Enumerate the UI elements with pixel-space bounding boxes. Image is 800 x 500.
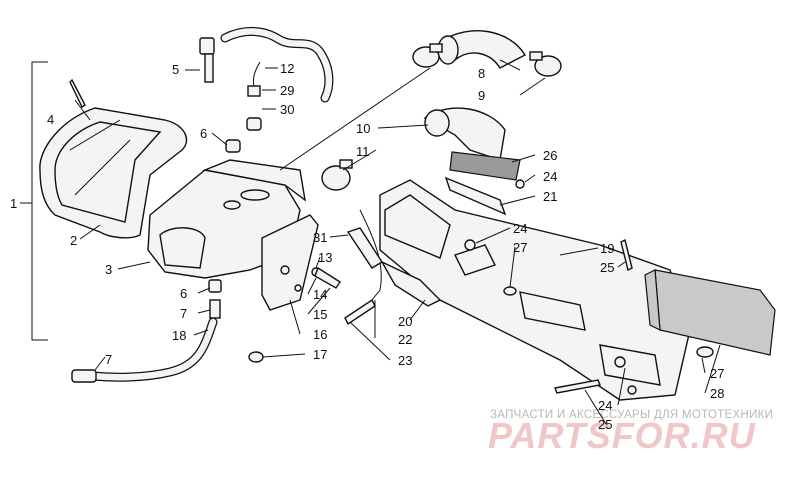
fitting-29 bbox=[247, 61, 261, 97]
nut-24-bottom bbox=[627, 385, 637, 395]
screw-23 bbox=[344, 298, 376, 326]
screw-25-top bbox=[620, 238, 633, 272]
callout-24-bottom: 24 bbox=[598, 398, 612, 413]
callout-2: 2 bbox=[70, 233, 77, 248]
callout-18: 18 bbox=[172, 328, 186, 343]
group-bracket bbox=[31, 61, 48, 341]
screw-4 bbox=[69, 78, 86, 109]
callout-24-top: 24 bbox=[543, 169, 557, 184]
drain-hose-18 bbox=[87, 317, 218, 382]
fitting-5 bbox=[199, 37, 215, 83]
callout-5: 5 bbox=[172, 62, 179, 77]
callout-26: 26 bbox=[543, 148, 557, 163]
airbox-cover bbox=[39, 107, 188, 239]
callout-12: 12 bbox=[280, 61, 294, 76]
watermark-logo-text: PARTSFOR.RU bbox=[488, 415, 756, 456]
callout-16: 16 bbox=[313, 327, 327, 342]
callout-9: 9 bbox=[478, 88, 485, 103]
nut-17 bbox=[248, 351, 264, 363]
foam-filter-28 bbox=[644, 269, 776, 356]
clamp-9-right bbox=[529, 51, 562, 77]
callout-20: 20 bbox=[398, 314, 412, 329]
callout-22: 22 bbox=[398, 332, 412, 347]
boot-10 bbox=[423, 107, 506, 161]
callout-25-bottom: 25 bbox=[598, 417, 612, 432]
silencer-housing bbox=[379, 179, 691, 401]
callout-13: 13 bbox=[318, 250, 332, 265]
screw-25-bottom bbox=[554, 379, 601, 394]
bolt-15 bbox=[314, 266, 341, 289]
watermark-top-text: ЗАПЧАСТИ И АКСЕССУАРЫ ДЛЯ МОТОТЕХНИКИ bbox=[490, 409, 773, 421]
callout-31: 31 bbox=[313, 230, 327, 245]
callout-4: 4 bbox=[47, 112, 54, 127]
hose-12 bbox=[220, 27, 334, 103]
clamp-9-left bbox=[412, 43, 443, 68]
callout-28: 28 bbox=[710, 386, 724, 401]
callout-29: 29 bbox=[280, 83, 294, 98]
plate-21 bbox=[444, 176, 507, 216]
callout-23: 23 bbox=[398, 353, 412, 368]
callout-24-middle: 24 bbox=[513, 221, 527, 236]
grommet-27-right bbox=[696, 346, 714, 358]
callout-labels: 1 2 3 4 5 6 6 7 7 8 9 10 11 12 13 14 15 … bbox=[10, 61, 724, 432]
fitting-7-bottom bbox=[71, 369, 97, 383]
bracket-20 bbox=[380, 260, 442, 307]
grommet-6-top bbox=[225, 139, 241, 153]
callout-1: 1 bbox=[10, 196, 17, 211]
callout-6-top: 6 bbox=[200, 126, 207, 141]
leader-lines bbox=[74, 59, 721, 425]
callout-7-bottom: 7 bbox=[105, 352, 112, 367]
mount-bracket bbox=[261, 214, 319, 311]
gasket-26 bbox=[449, 151, 521, 181]
callout-8: 8 bbox=[478, 66, 485, 81]
callout-17: 17 bbox=[313, 347, 327, 362]
clamp-11 bbox=[321, 159, 353, 191]
callout-10: 10 bbox=[356, 121, 370, 136]
nut-24-top bbox=[515, 179, 525, 189]
callout-27-middle: 27 bbox=[513, 240, 527, 255]
callout-19: 19 bbox=[600, 241, 614, 256]
callout-30: 30 bbox=[280, 102, 294, 117]
grommet-6-bottom bbox=[208, 279, 222, 293]
callout-14: 14 bbox=[313, 287, 327, 302]
callout-25-top: 25 bbox=[600, 260, 614, 275]
callout-6-bottom: 6 bbox=[180, 286, 187, 301]
callout-27-right: 27 bbox=[710, 366, 724, 381]
callout-7-top: 7 bbox=[180, 306, 187, 321]
boot-8 bbox=[437, 30, 526, 69]
callout-3: 3 bbox=[105, 262, 112, 277]
bracket-31 bbox=[346, 227, 383, 269]
grommet-30 bbox=[246, 117, 262, 131]
callout-11: 11 bbox=[356, 144, 370, 159]
callout-21: 21 bbox=[543, 189, 557, 204]
fitting-7-top bbox=[209, 299, 221, 319]
callout-15: 15 bbox=[313, 307, 327, 322]
